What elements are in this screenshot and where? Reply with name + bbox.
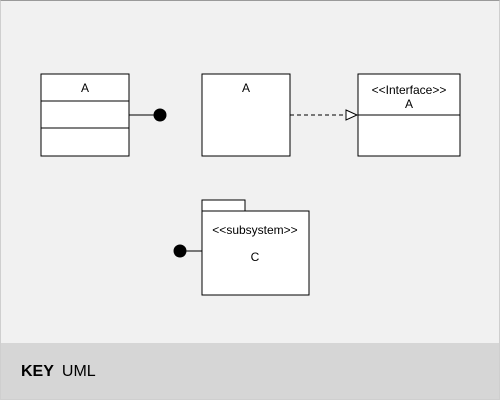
realization-arrowhead [345, 109, 359, 121]
class-middle-name: A [242, 81, 250, 95]
key-bar: KEY UML [1, 343, 499, 399]
lollipop-provided-interface [129, 108, 167, 122]
interface-box: <<Interface>> A [357, 73, 461, 157]
uml-diagram: A A <<Interface>> A [1, 1, 499, 343]
subsystem-package-body [201, 210, 310, 296]
uml-diagram-canvas: A A <<Interface>> A [40, 73, 461, 296]
class-left-name: A [81, 81, 89, 95]
key-value: UML [61, 363, 96, 380]
class-box-middle-outline [201, 73, 291, 157]
lollipop-ball [153, 108, 167, 122]
subsystem-package-tab [201, 199, 246, 212]
class-box-middle: A [201, 73, 291, 157]
class-box-left-outline [40, 73, 130, 157]
interface-name: A [405, 97, 413, 111]
class-box-left: A [40, 73, 130, 157]
key-label: KEY [21, 363, 54, 380]
subsystem-lollipop-ball [173, 244, 187, 258]
interface-stereotype: <<Interface>> [372, 83, 447, 97]
realization-arrow [290, 109, 359, 121]
subsystem-name: C [251, 250, 260, 264]
lollipop-subsystem-interface [173, 244, 202, 258]
subsystem-stereotype: <<subsystem>> [212, 223, 297, 237]
subsystem-package: <<subsystem>> C [201, 199, 310, 296]
